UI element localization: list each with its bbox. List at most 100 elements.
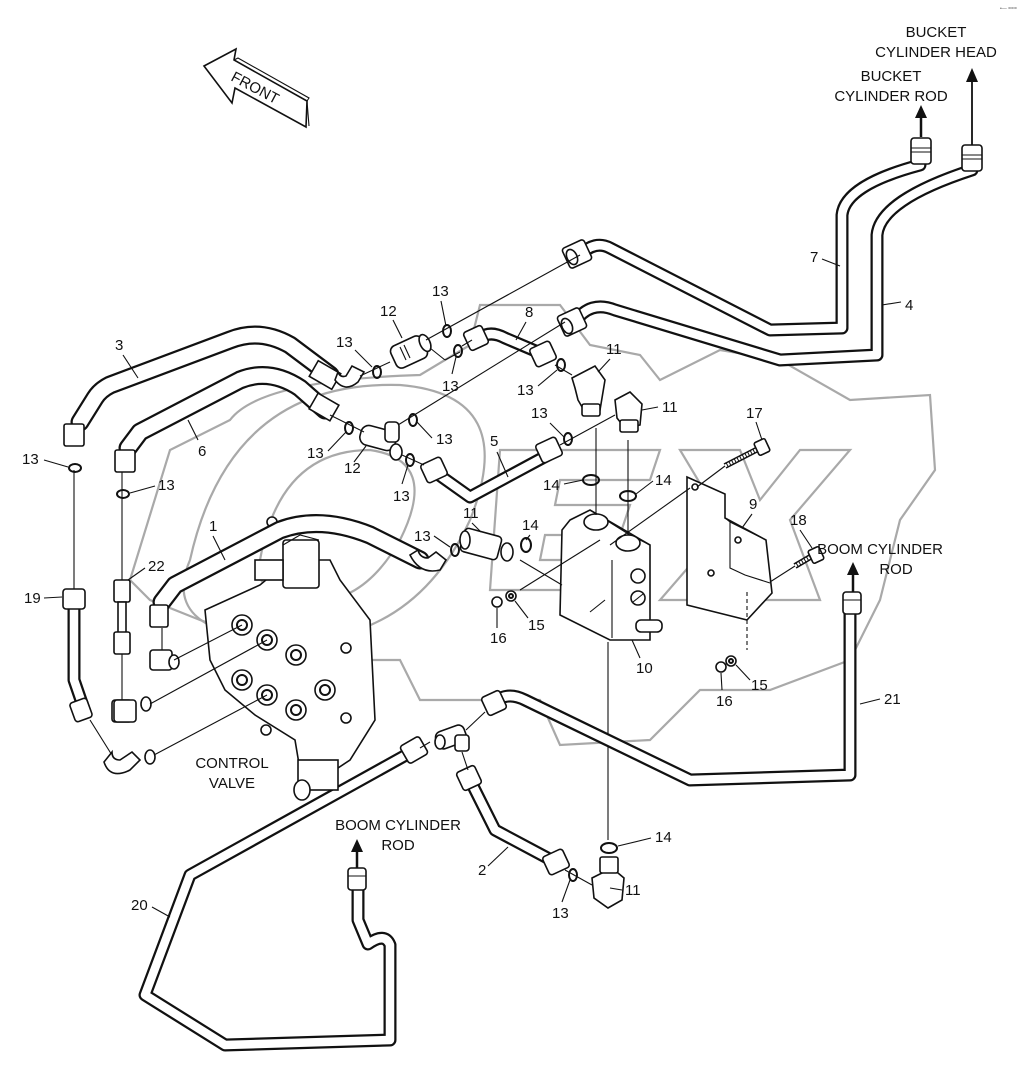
port-fittings xyxy=(113,624,268,765)
o-rings-13 xyxy=(68,324,578,882)
o-ring-13 xyxy=(116,489,130,499)
caption-boom-cylinder-rod-bottom: BOOM CYLINDER ROD xyxy=(335,817,461,854)
bucket-head-fitting xyxy=(961,144,983,172)
callout-13: 13 xyxy=(414,528,431,545)
bolt-17 xyxy=(696,437,771,488)
callout-13: 13 xyxy=(22,451,39,468)
callout-13: 13 xyxy=(442,378,459,395)
pipe-8 xyxy=(462,324,558,368)
corner-mark: •— === xyxy=(1000,6,1017,12)
svg-text:VALVE: VALVE xyxy=(209,775,255,792)
callout-15: 15 xyxy=(528,617,545,634)
callout-12: 12 xyxy=(344,460,361,477)
o-ring-13 xyxy=(408,413,418,427)
tee-fitting xyxy=(434,724,470,752)
callout-22: 22 xyxy=(148,558,165,575)
arrow-up-icon xyxy=(966,68,978,145)
callout-17: 17 xyxy=(746,405,763,422)
pipe-4 xyxy=(568,153,979,367)
callout-2: 2 xyxy=(478,862,486,879)
svg-text:CYLINDER HEAD: CYLINDER HEAD xyxy=(875,44,997,61)
washer-15 xyxy=(725,655,737,667)
o-ring-13 xyxy=(453,344,463,358)
callout-14: 14 xyxy=(655,472,672,489)
callout-13: 13 xyxy=(158,477,175,494)
nut-16 xyxy=(491,596,503,608)
pipe-2 xyxy=(455,764,571,876)
fitting-12-lower xyxy=(359,421,403,461)
callout-16: 16 xyxy=(716,693,733,710)
callout-11: 11 xyxy=(662,399,678,416)
callout-5: 5 xyxy=(490,433,498,450)
callout-6: 6 xyxy=(198,443,206,460)
o-ring-13 xyxy=(68,463,82,473)
o-ring-13 xyxy=(372,365,382,379)
callout-7: 7 xyxy=(810,249,818,266)
callout-13: 13 xyxy=(436,431,453,448)
elbow-11-d xyxy=(591,856,625,909)
arrow-up-icon xyxy=(847,562,859,592)
callout-14: 14 xyxy=(522,517,539,534)
o-ring-14 xyxy=(619,490,637,502)
callout-13: 13 xyxy=(552,905,569,922)
callout-16: 16 xyxy=(490,630,507,647)
bucket-rod-fitting xyxy=(910,137,932,165)
callout-19: 19 xyxy=(24,590,41,607)
caption-boom-cylinder-rod-right: BOOM CYLINDER ROD xyxy=(817,541,943,578)
svg-text:CYLINDER ROD: CYLINDER ROD xyxy=(834,88,948,105)
callout-20: 20 xyxy=(131,897,148,914)
pipe-5 xyxy=(419,436,564,504)
caption-bucket-cylinder-rod: BUCKET CYLINDER ROD xyxy=(834,68,948,105)
callout-10: 10 xyxy=(636,660,653,677)
svg-text:ROD: ROD xyxy=(381,837,415,854)
pipe-21 xyxy=(480,591,862,787)
svg-text:BOOM CYLINDER: BOOM CYLINDER xyxy=(817,541,943,558)
callout-11: 11 xyxy=(463,505,479,522)
callout-9: 9 xyxy=(749,496,757,513)
callout-11: 11 xyxy=(606,341,622,358)
callout-13: 13 xyxy=(336,334,353,351)
svg-text:BUCKET: BUCKET xyxy=(861,68,922,85)
o-ring-14 xyxy=(600,842,618,854)
bracket-9 xyxy=(686,475,773,650)
svg-text:BUCKET: BUCKET xyxy=(906,24,967,41)
assembly-lines xyxy=(329,254,691,886)
o-ring-13 xyxy=(344,421,354,435)
callout-14: 14 xyxy=(543,477,560,494)
o-ring-13 xyxy=(568,868,578,882)
line-22 xyxy=(111,472,133,723)
elbow-fitting xyxy=(334,364,366,388)
svg-text:CONTROL: CONTROL xyxy=(195,755,268,772)
washer-15-hole xyxy=(508,593,514,599)
o-ring-14 xyxy=(520,537,532,553)
fitting-12-upper xyxy=(389,333,432,369)
arrow-up-icon xyxy=(915,105,927,137)
elbow-11-b xyxy=(614,391,643,433)
svg-text:ROD: ROD xyxy=(879,561,913,578)
callout-13: 13 xyxy=(517,382,534,399)
svg-text:BOOM CYLINDER: BOOM CYLINDER xyxy=(335,817,461,834)
callouts: 1 2 3 4 5 6 7 8 9 10 11 11 11 11 xyxy=(22,249,913,922)
callout-11: 11 xyxy=(625,882,641,899)
callout-13: 13 xyxy=(393,488,410,505)
hose-1 xyxy=(149,514,448,628)
callout-18: 18 xyxy=(790,512,807,529)
callout-13: 13 xyxy=(432,283,449,300)
front-arrow-icon: FRONT xyxy=(202,47,310,129)
elbow-11-a xyxy=(571,364,606,417)
watermark-letter-x xyxy=(657,448,853,602)
callout-4: 4 xyxy=(905,297,913,314)
callout-21: 21 xyxy=(884,691,901,708)
callout-8: 8 xyxy=(525,304,533,321)
callout-12: 12 xyxy=(380,303,397,320)
o-ring-13 xyxy=(556,358,566,372)
caption-control-valve: CONTROL VALVE xyxy=(195,755,268,792)
pipe-7 xyxy=(573,143,927,337)
callout-13: 13 xyxy=(307,445,324,462)
pipe-nut xyxy=(556,307,588,337)
caption-bucket-cylinder-head: BUCKET CYLINDER HEAD xyxy=(875,24,997,61)
hose-3 xyxy=(63,325,342,447)
o-ring-13 xyxy=(450,543,460,557)
washer-15-hole xyxy=(728,658,734,664)
